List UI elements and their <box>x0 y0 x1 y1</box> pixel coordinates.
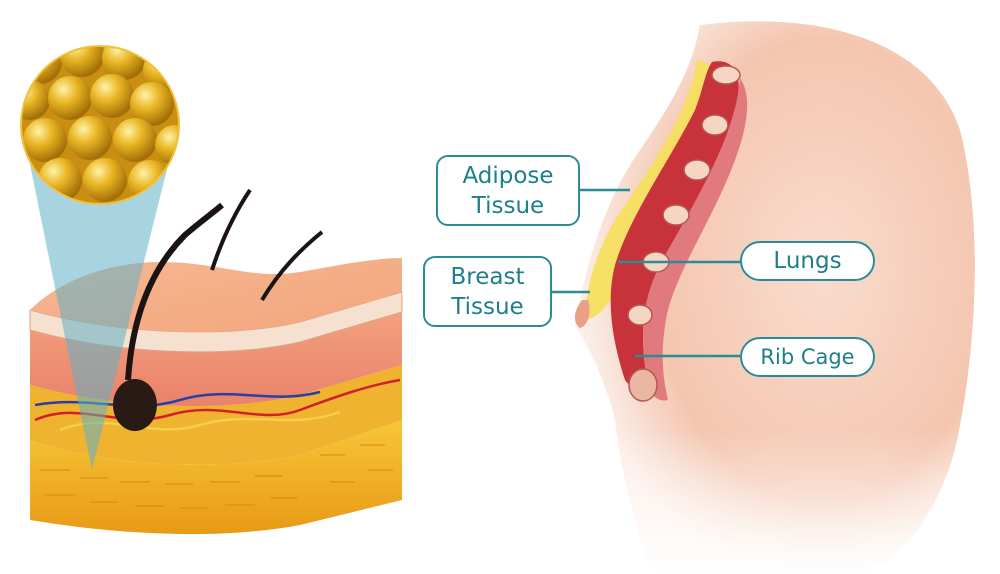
rib-cage-label: Rib Cage <box>740 337 875 377</box>
callout-connectors <box>552 188 740 358</box>
lungs-label: Lungs <box>740 241 875 281</box>
breast-tissue-label: Breast Tissue <box>423 256 552 327</box>
skin-cross-section <box>22 125 403 535</box>
adipose-tissue-label: Adipose Tissue <box>436 155 580 226</box>
hair-follicle <box>113 188 324 431</box>
torso-cross-section <box>560 0 1000 574</box>
magnifier-cone <box>22 125 178 470</box>
